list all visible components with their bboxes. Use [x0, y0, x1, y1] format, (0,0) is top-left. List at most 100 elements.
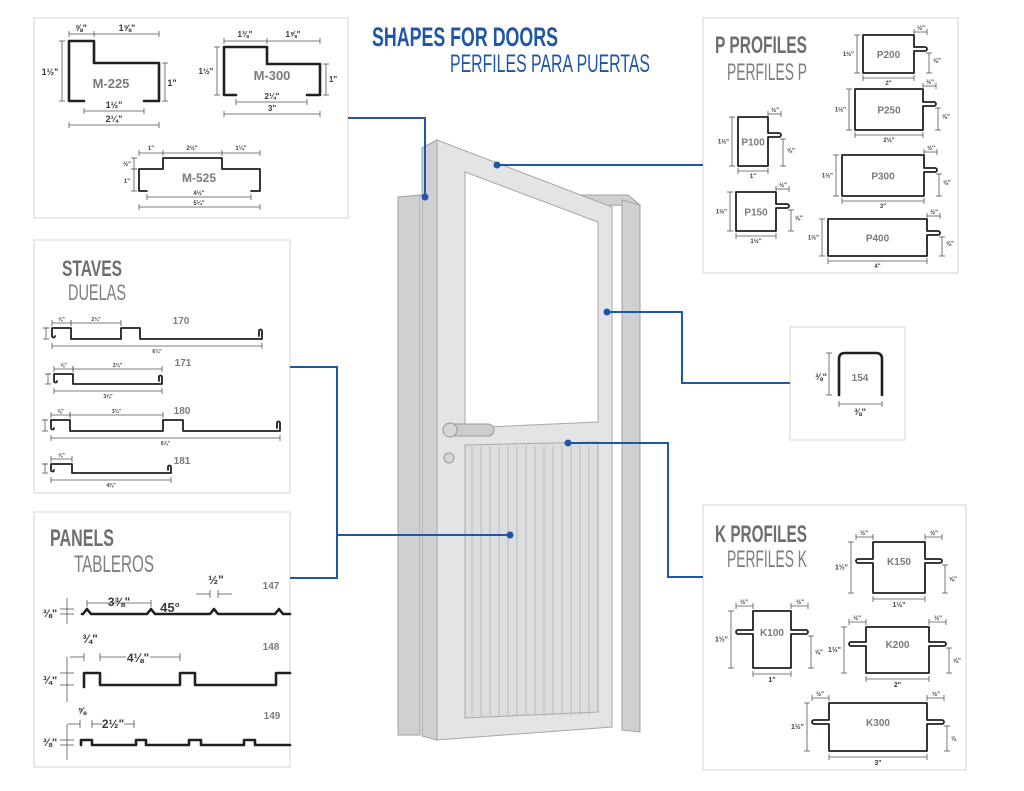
dimension-label: 1"	[750, 174, 756, 180]
p-profile-label: P250	[877, 106, 901, 117]
dimension-label: ⅝"	[946, 242, 954, 248]
dimension-label: ⅜"	[854, 407, 866, 417]
dimension-label: 1½"	[835, 107, 846, 114]
dimension-label: 3⅜"	[108, 595, 130, 609]
panel-147-label: 147	[263, 581, 280, 592]
k-profile-outline	[735, 610, 809, 669]
k-profiles-panel	[702, 504, 967, 771]
p-profile-outline	[854, 88, 937, 131]
m-profiles-panel	[33, 17, 349, 219]
stave-label: 180	[174, 406, 191, 417]
k-profile-outline	[811, 702, 945, 752]
profile-154-label: 154	[852, 373, 869, 384]
door-hinge-edge	[421, 139, 438, 741]
stave-label: 171	[175, 358, 192, 369]
connector-line	[348, 117, 426, 197]
panels-panel	[33, 511, 291, 768]
p-profile-label: P400	[866, 234, 890, 245]
dimension-label: ½"	[932, 691, 940, 698]
connector-line	[568, 442, 703, 578]
panel-148-outline	[82, 671, 292, 689]
p-profile-outline	[862, 34, 928, 74]
door-lower-panel	[464, 441, 599, 719]
dimension-label: ⅜"	[815, 372, 827, 382]
dimension-label: ⅝"	[933, 58, 941, 64]
stave-0-outline	[51, 327, 263, 340]
dimension-label: 45°	[160, 600, 180, 615]
panels-title: PANELS	[50, 525, 114, 552]
stave-3-outline	[50, 463, 172, 474]
dimension-label: ⅝"	[943, 181, 951, 187]
dimension-label: 4⅜"	[106, 483, 116, 489]
dimension-label: 2½"	[186, 145, 197, 152]
dimension-label: 2¼"	[265, 92, 280, 101]
dimension-label: 1¼"	[235, 145, 246, 152]
dimension-label: 4"	[874, 264, 880, 270]
dimension-label: ½"	[123, 161, 131, 168]
panel-148-label: 148	[263, 642, 280, 653]
dimension-label: ⅜"	[43, 737, 57, 749]
dimension-label: 2¾"	[91, 316, 101, 323]
dimension-label: 2"	[894, 682, 901, 689]
door-window	[464, 171, 599, 429]
dimension-label: ½"	[860, 530, 868, 537]
dimension-label: 1½"	[199, 67, 214, 76]
k-profile-label: K200	[886, 640, 910, 651]
door-frame-left-jamb	[397, 194, 421, 736]
dimension-label: ½"	[740, 599, 748, 606]
dimension-label: ½"	[779, 182, 787, 189]
dimension-label: 1½"	[106, 100, 123, 110]
profile-154-panel	[789, 326, 906, 441]
dimension-label: 1½"	[835, 564, 848, 572]
p-profile-outline	[827, 218, 941, 257]
panel-149-outline	[79, 738, 292, 747]
dimension-label: 1½"	[750, 238, 761, 245]
dimension-label: 3"	[874, 760, 881, 767]
profile-154-outline	[837, 351, 884, 397]
handle-rose	[442, 422, 458, 438]
dimension-label: ½"	[208, 573, 224, 587]
p-profile-outline	[841, 154, 938, 197]
connector-dot	[564, 439, 572, 447]
k-profile-outline	[848, 626, 947, 674]
p-profile-label: P300	[871, 172, 895, 183]
dimension-label: 1"	[148, 146, 154, 152]
dimension-label: 3"	[268, 104, 276, 113]
dimension-label: ⅝"	[953, 659, 961, 665]
dimension-label: 1"	[329, 75, 337, 84]
dimension-label: ⅝"	[787, 148, 795, 154]
dimension-label: 1½"	[42, 67, 59, 77]
stave-1-outline	[53, 373, 163, 385]
k-profiles-subtitle: PERFILES K	[727, 546, 807, 573]
dimension-label: 2¼"	[106, 114, 123, 124]
dimension-label: 1½"	[718, 139, 729, 146]
k-profile-label: K100	[760, 628, 784, 639]
dimension-label: ½"	[853, 615, 861, 622]
dimension-label: 1½"	[808, 235, 819, 242]
dimension-label: 1"	[768, 677, 775, 684]
dimension-label: 3¾"	[112, 408, 122, 415]
p-profiles-title: P PROFILES	[715, 32, 807, 59]
m-525-label: M-525	[182, 171, 216, 185]
p-profile-outline	[735, 191, 790, 232]
dimension-label: ½"	[816, 691, 824, 698]
panels-subtitle: TABLEROS	[74, 551, 154, 578]
stave-label: 170	[173, 316, 190, 327]
staves-subtitle: DUELAS	[68, 280, 126, 305]
door-frame-right-jamb	[621, 199, 641, 733]
dimension-label: ½"	[930, 530, 938, 537]
dimension-label: ⅝	[951, 737, 957, 743]
m-300-label: M-300	[254, 68, 291, 83]
panel-149-label: 149	[264, 711, 281, 722]
dimension-label: ⅝"	[795, 216, 803, 222]
dimension-label: 1"	[124, 179, 130, 185]
dimension-label: 1⅝"	[286, 30, 301, 39]
dimension-label: ⅝"	[58, 453, 65, 459]
m-525-outline	[138, 157, 261, 192]
connector-line	[290, 366, 510, 536]
subtitle: PERFILES PARA PUERTAS	[450, 50, 650, 78]
p-profile-outline	[737, 116, 782, 167]
connector-dot	[493, 161, 501, 169]
dimension-label: ½"	[796, 599, 804, 606]
